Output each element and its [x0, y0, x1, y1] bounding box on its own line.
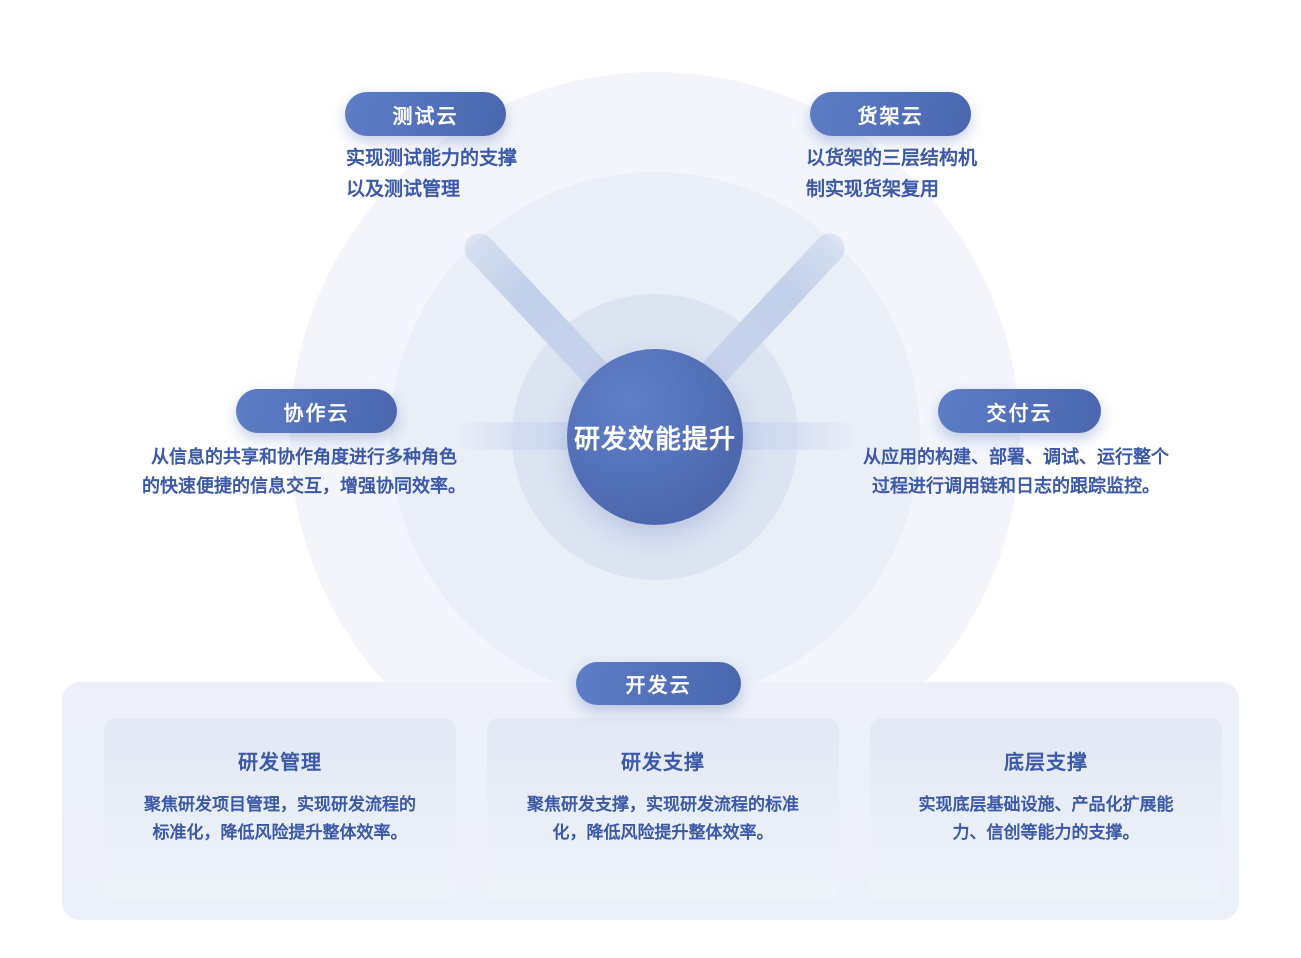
cloud-pill-collab: 协作云 [236, 389, 397, 433]
cloud-desc-shelf: 以货架的三层结构机 制实现货架复用 [806, 148, 978, 200]
dev-cloud-panel: 研发管理 聚焦研发项目管理，实现研发流程的 标准化，降低风险提升整体效率。 研发… [62, 682, 1239, 920]
cloud-pill-dev: 开发云 [576, 662, 741, 705]
cloud-pill-collab-label: 协作云 [283, 402, 350, 425]
card-rnd-management: 研发管理 聚焦研发项目管理，实现研发流程的 标准化，降低风险提升整体效率。 [104, 718, 456, 900]
cloud-desc-delivery: 从应用的构建、部署、调试、运行整个 过程进行调用链和日志的跟踪监控。 [863, 447, 1169, 496]
center-node-label: 研发效能提升 [573, 423, 736, 454]
cloud-pill-shelf-label: 货架云 [857, 105, 924, 128]
card-base-support-title: 底层支撑 [1004, 752, 1088, 774]
card-base-support: 底层支撑 实现底层基础设施、产品化扩展能 力、信创等能力的支撑。 [870, 718, 1222, 900]
cloud-pill-delivery: 交付云 [938, 389, 1101, 433]
cloud-pill-delivery-label: 交付云 [986, 402, 1053, 425]
card-rnd-support: 研发支撑 聚焦研发支撑，实现研发流程的标准 化，降低风险提升整体效率。 [487, 718, 839, 900]
card-rnd-management-desc: 聚焦研发项目管理，实现研发流程的 标准化，降低风险提升整体效率。 [144, 795, 416, 842]
center-node: 研发效能提升 [567, 349, 743, 525]
cloud-pill-test: 测试云 [345, 92, 506, 136]
card-rnd-support-desc: 聚焦研发支撑，实现研发流程的标准 化，降低风险提升整体效率。 [527, 795, 799, 842]
cloud-desc-collab: 从信息的共享和协作角度进行多种角色 的快速便捷的信息交互，增强协同效率。 [142, 447, 466, 496]
cloud-pill-dev-label: 开发云 [625, 675, 692, 697]
cloud-pill-shelf: 货架云 [810, 92, 971, 136]
card-rnd-support-title: 研发支撑 [621, 752, 705, 774]
card-base-support-desc: 实现底层基础设施、产品化扩展能 力、信创等能力的支撑。 [918, 795, 1174, 842]
card-rnd-management-title: 研发管理 [238, 752, 322, 774]
cloud-desc-test: 实现测试能力的支撑 以及测试管理 [346, 148, 518, 200]
cloud-pill-test-label: 测试云 [392, 105, 459, 128]
